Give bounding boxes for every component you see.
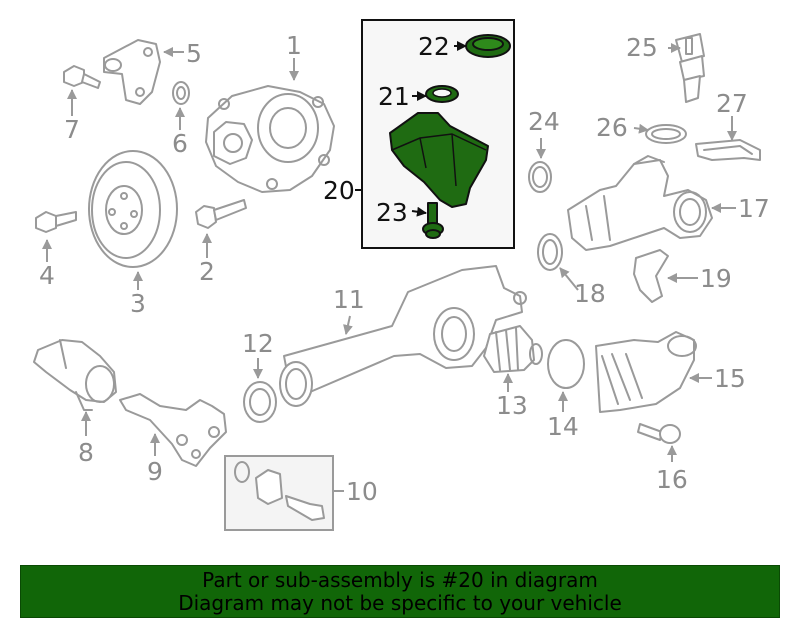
part-15-thermostat-housing[interactable]: [595, 331, 697, 413]
part-4-bolt[interactable]: [35, 211, 77, 233]
callout-19: 19: [700, 264, 732, 293]
callout-22: 22: [418, 32, 450, 61]
part-21-o-ring[interactable]: [425, 85, 459, 103]
part-6-seal-ring[interactable]: [172, 81, 190, 105]
callout-27: 27: [716, 89, 748, 118]
callout-14: 14: [547, 412, 579, 441]
part-2-bolt[interactable]: [195, 199, 247, 229]
callout-13: 13: [496, 391, 528, 420]
callout-21: 21: [378, 82, 410, 111]
part-20-housing[interactable]: [389, 112, 489, 208]
callout-6: 6: [172, 129, 188, 158]
callout-15: 15: [714, 364, 746, 393]
part-10-kit-box[interactable]: [224, 455, 334, 531]
callout-3: 3: [130, 289, 146, 318]
part-17-water-outlet[interactable]: [567, 155, 713, 251]
callout-9: 9: [147, 457, 163, 486]
banner-line-1: Part or sub-assembly is #20 in diagram: [202, 567, 598, 592]
part-3-pulley[interactable]: [88, 150, 178, 268]
info-banner: Part or sub-assembly is #20 in diagram D…: [20, 565, 780, 618]
callout-12: 12: [242, 329, 274, 358]
banner-line-2: Diagram may not be specific to your vehi…: [178, 590, 622, 615]
callout-2: 2: [199, 257, 215, 286]
part-1-water-pump[interactable]: [205, 85, 335, 193]
callout-17: 17: [738, 194, 770, 223]
part-11-coolant-pipe[interactable]: [279, 265, 527, 407]
part-13-thermostat[interactable]: [483, 325, 543, 373]
part-18-o-ring[interactable]: [537, 233, 563, 271]
callout-24: 24: [528, 107, 560, 136]
part-22-cap[interactable]: [465, 34, 511, 58]
part-7-bolt[interactable]: [63, 65, 101, 89]
part-14-o-ring[interactable]: [547, 339, 585, 389]
callout-26: 26: [596, 113, 628, 142]
callout-18: 18: [574, 279, 606, 308]
callout-23: 23: [376, 198, 408, 227]
part-8-fitting[interactable]: [33, 339, 117, 411]
callout-1: 1: [286, 31, 302, 60]
part-9-bracket[interactable]: [119, 393, 227, 467]
part-26-o-ring[interactable]: [645, 124, 687, 144]
callout-5: 5: [186, 39, 202, 68]
part-25-temp-sensor[interactable]: [675, 33, 705, 103]
part-23-bolt[interactable]: [422, 202, 444, 239]
callout-7: 7: [64, 115, 80, 144]
callout-16: 16: [656, 465, 688, 494]
callout-4: 4: [39, 261, 55, 290]
part-5-flange[interactable]: [103, 39, 161, 105]
part-12-seal[interactable]: [243, 381, 277, 423]
part-19-clip[interactable]: [633, 249, 669, 303]
callout-10: 10: [346, 477, 378, 506]
callout-25: 25: [626, 33, 658, 62]
callout-8: 8: [78, 438, 94, 467]
part-16-bolt[interactable]: [637, 423, 681, 444]
part-24-o-ring[interactable]: [528, 161, 552, 193]
part-27-gasket[interactable]: [695, 139, 761, 161]
callout-11: 11: [333, 285, 365, 314]
callout-20: 20: [323, 176, 355, 205]
